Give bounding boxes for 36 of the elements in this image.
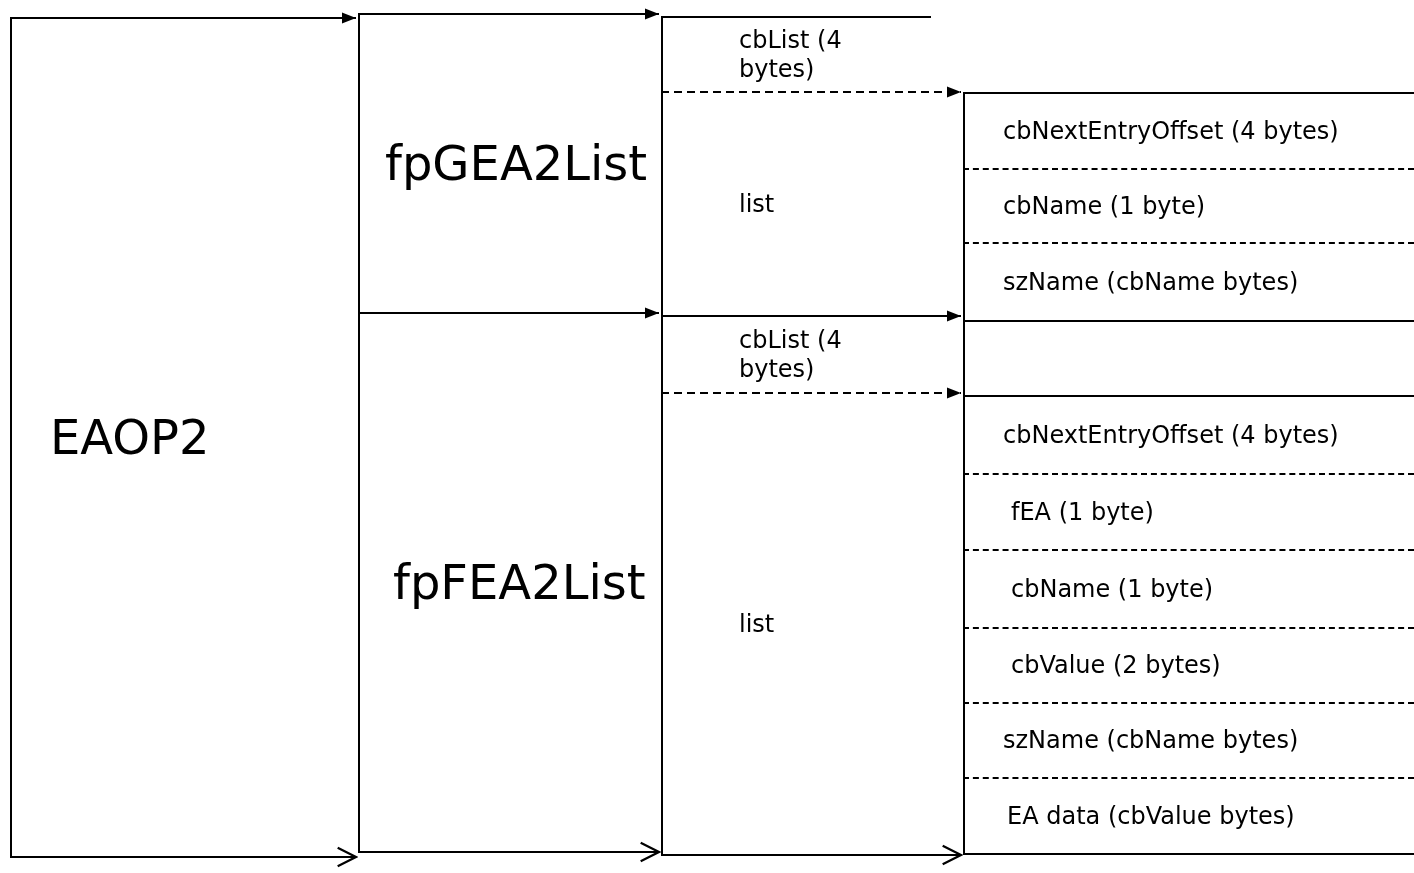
field-label: cbList (4 bytes) [739,325,843,384]
memory-field [963,92,1414,168]
arrow [357,8,660,20]
memory-field [963,777,1414,855]
field-label: EAOP2 [50,408,210,467]
memory-field [661,16,931,92]
arrow [660,387,962,399]
memory-field [963,242,1414,320]
field-label: fpGEA2List [385,134,648,193]
arrow [357,841,661,863]
arrow [9,12,357,24]
field-label: cbNextEntryOffset (4 bytes) [1003,420,1339,450]
arrow [9,846,358,868]
field-label: cbName (1 byte) [1003,191,1206,221]
arrow [357,307,660,319]
memory-field [963,395,1414,473]
memory-field [963,702,1414,777]
field-label: cbList (4 bytes) [739,26,843,84]
memory-field [963,168,1414,242]
field-label: cbValue (2 bytes) [1011,651,1221,680]
field-label: EA data (cbValue bytes) [1007,801,1295,831]
field-label: fEA (1 byte) [1011,497,1154,527]
arrow [660,310,962,322]
memory-field [963,473,1414,549]
field-label: fpFEA2List [393,553,646,612]
field-label: cbNextEntryOffset (4 bytes) [1003,116,1339,146]
field-label: list [739,609,775,639]
field-label: szName (cbName bytes) [1003,267,1299,297]
arrow [660,86,962,98]
field-label: szName (cbName bytes) [1003,726,1299,755]
field-label: list [739,189,775,219]
field-label: cbName (1 byte) [1011,574,1214,604]
arrow [660,844,963,866]
empty-field [963,320,1414,395]
memory-field [963,549,1414,627]
memory-field [963,627,1414,702]
